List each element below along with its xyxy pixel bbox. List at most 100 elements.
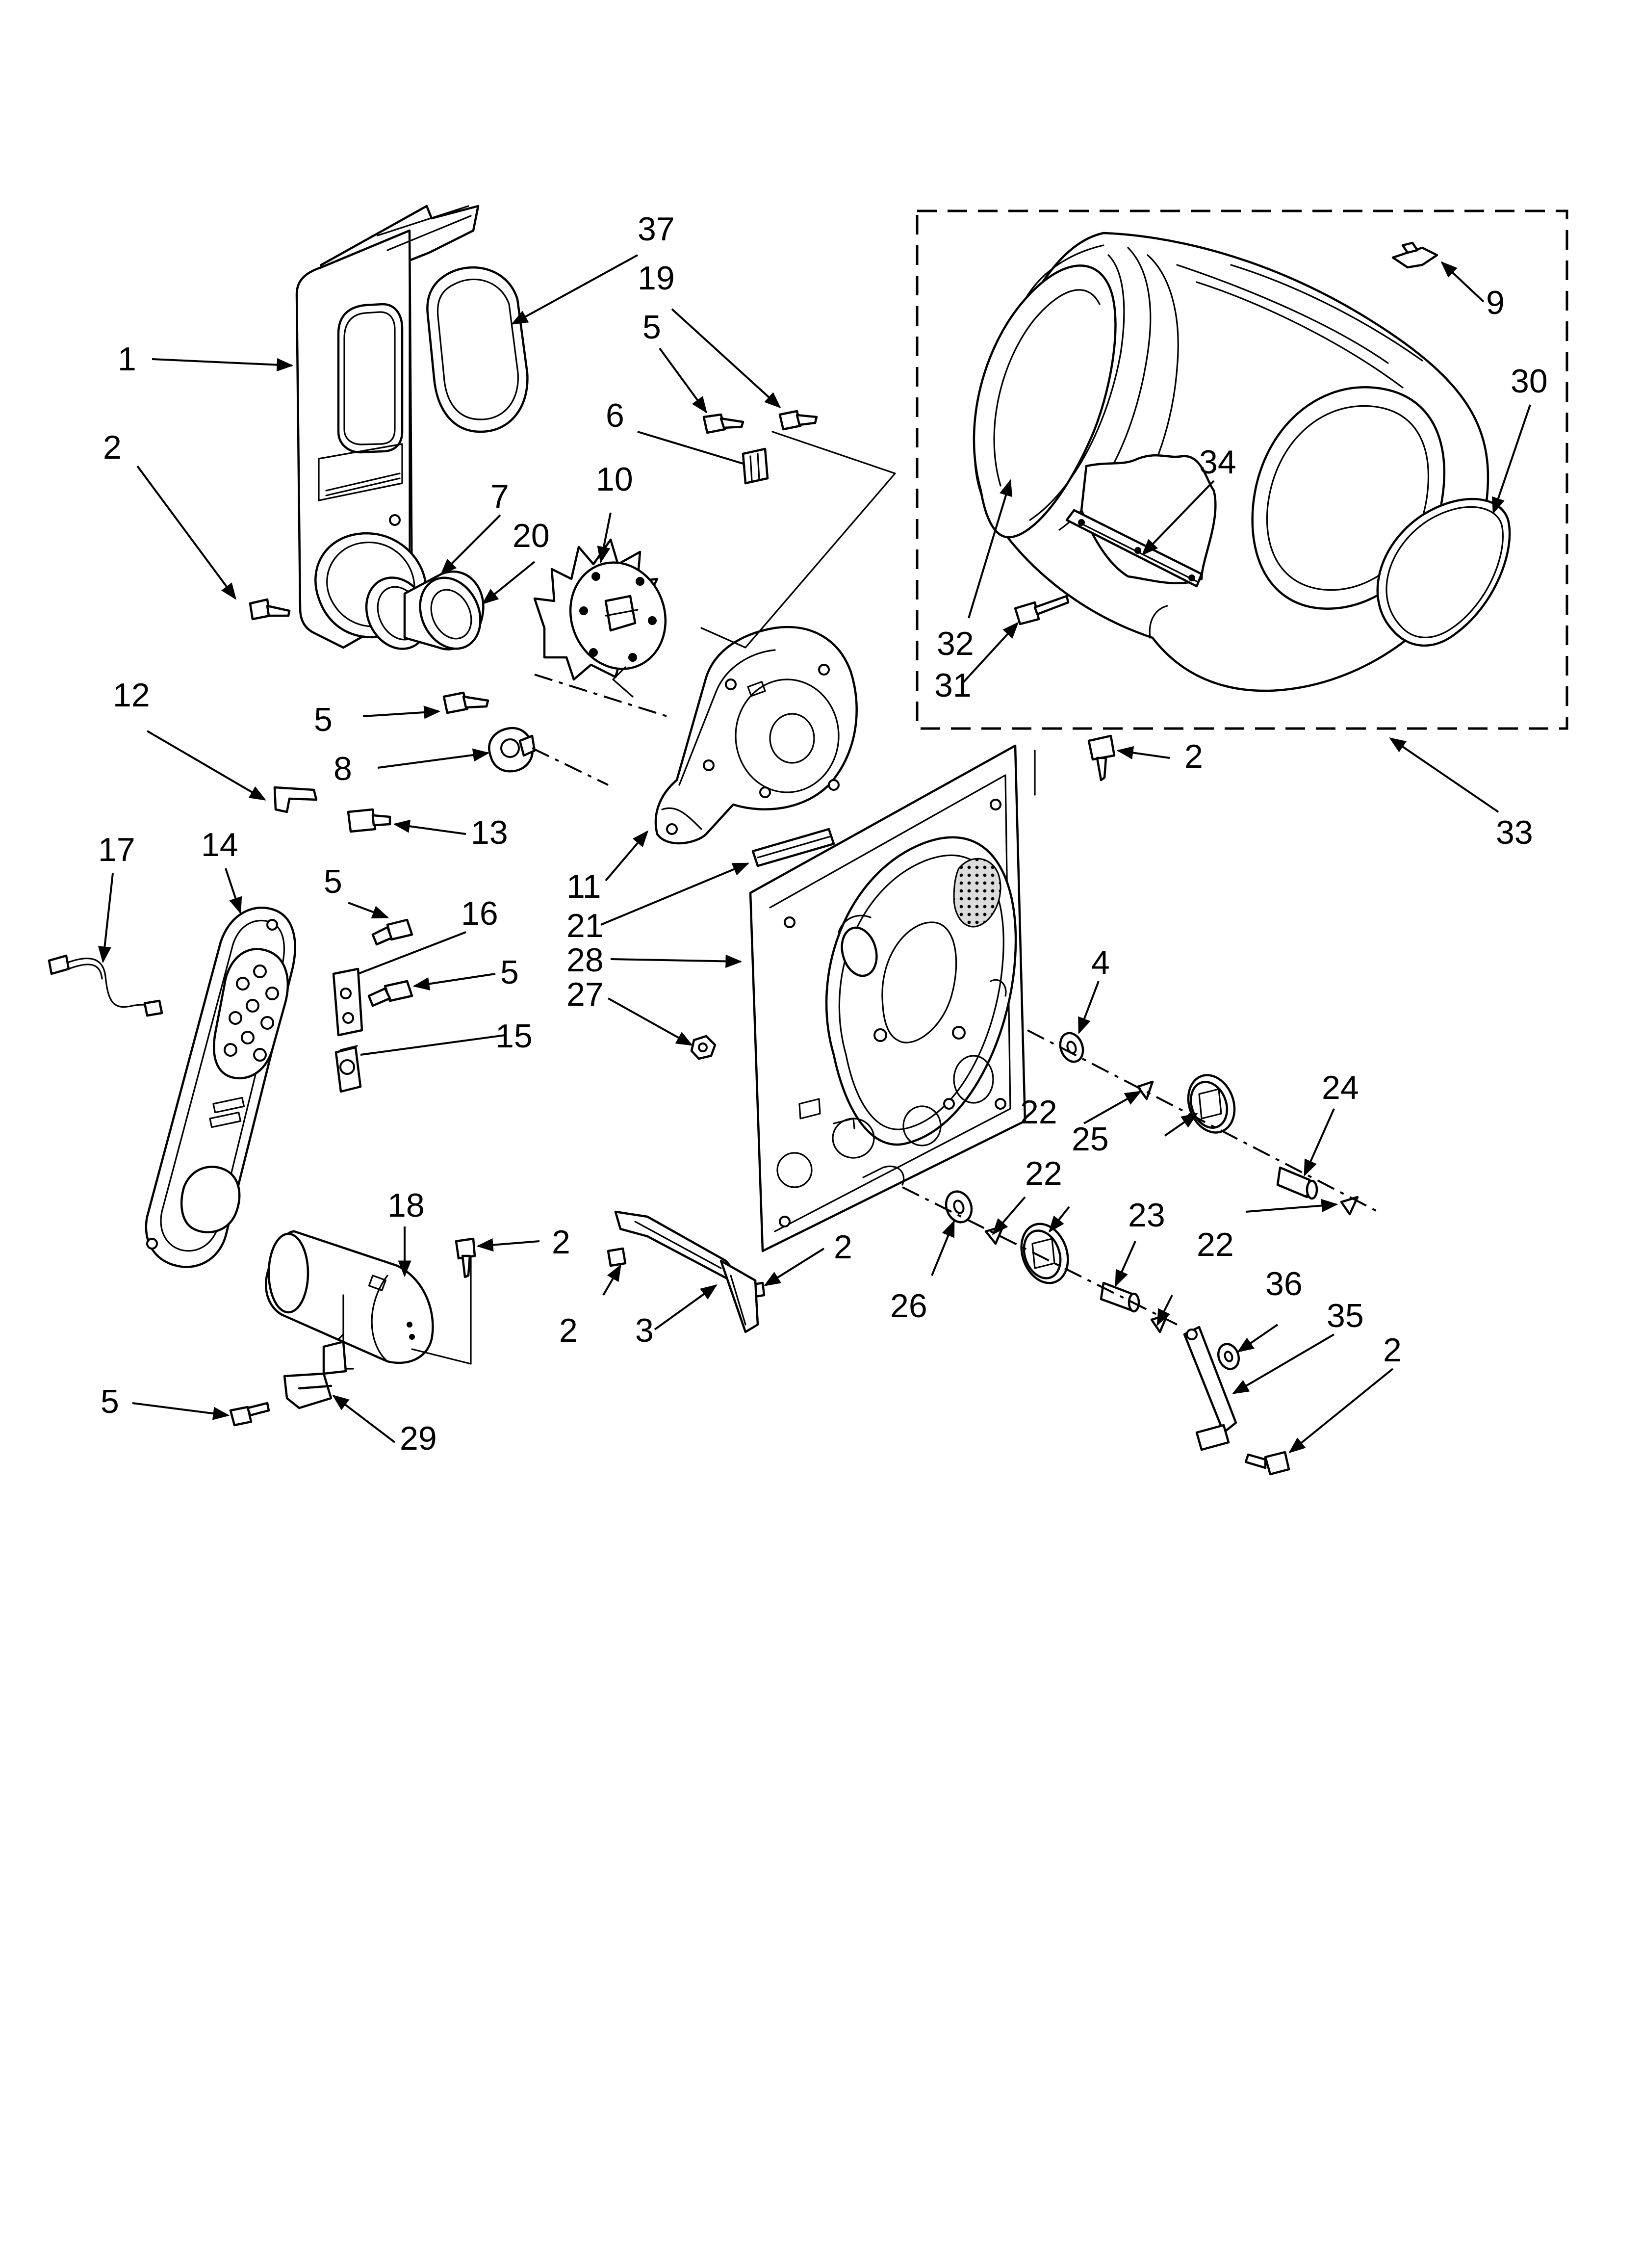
roller-bracket-35 bbox=[1183, 1326, 1237, 1451]
callout-21: 21 bbox=[566, 907, 604, 944]
callout-5-15: 5 bbox=[500, 954, 519, 991]
callout-7: 7 bbox=[490, 478, 509, 515]
blower-wheel bbox=[533, 538, 667, 681]
retainer-22-a bbox=[1136, 1080, 1154, 1100]
callout-17: 17 bbox=[98, 831, 135, 868]
callout-22-c: 22 bbox=[1197, 1226, 1234, 1263]
screw-5-top bbox=[702, 413, 744, 434]
screw-19 bbox=[778, 410, 818, 431]
thermistor-8 bbox=[488, 727, 536, 773]
heater-duct bbox=[145, 907, 296, 1268]
washer-36 bbox=[1217, 1343, 1240, 1370]
heater-vent-holes bbox=[224, 965, 279, 1062]
callout-33: 33 bbox=[1496, 814, 1533, 851]
callout-14: 14 bbox=[201, 826, 238, 863]
callout-20: 20 bbox=[513, 517, 550, 554]
screw-31 bbox=[1014, 595, 1070, 626]
callout-31: 31 bbox=[934, 667, 972, 704]
callout-2-bottom-right: 2 bbox=[1383, 1331, 1402, 1369]
callout-2-top-right: 2 bbox=[1184, 738, 1203, 775]
clip-12 bbox=[273, 786, 318, 813]
drum-assembly-box bbox=[916, 209, 1568, 730]
callout-36: 36 bbox=[1265, 1265, 1303, 1303]
callout-19: 19 bbox=[638, 260, 675, 297]
callout-2-low: 2 bbox=[559, 1312, 578, 1349]
axis-blower bbox=[534, 674, 667, 717]
retainer-22-c bbox=[1340, 1196, 1359, 1216]
glide-9 bbox=[1391, 241, 1438, 269]
callout-5-16: 5 bbox=[324, 863, 342, 900]
retainer-22-d bbox=[1150, 1313, 1169, 1333]
wire-harness bbox=[48, 954, 163, 1017]
callout-26: 26 bbox=[890, 1287, 927, 1325]
bearing-20 bbox=[403, 570, 485, 651]
clip-6 bbox=[742, 447, 769, 485]
blower-housing bbox=[654, 626, 858, 845]
washer-26 bbox=[945, 1190, 973, 1224]
shaft-24 bbox=[1276, 1166, 1318, 1200]
roller-25-lower bbox=[1020, 1223, 1069, 1284]
axis-thermistor bbox=[532, 747, 609, 786]
callout-28: 28 bbox=[566, 941, 604, 979]
screw-2-low bbox=[607, 1247, 627, 1267]
axis-upper bbox=[1027, 1029, 1379, 1213]
callout-35: 35 bbox=[1327, 1297, 1364, 1334]
roller-25 bbox=[1187, 1074, 1236, 1134]
callout-9: 9 bbox=[1486, 284, 1505, 321]
screw-2-mid bbox=[455, 1237, 476, 1278]
callout-5-mid: 5 bbox=[314, 701, 333, 738]
belt-path bbox=[612, 431, 896, 698]
callout-27: 27 bbox=[566, 976, 604, 1013]
felt-seal-21 bbox=[751, 828, 835, 867]
callout-15: 15 bbox=[495, 1017, 533, 1055]
callout-23: 23 bbox=[1128, 1197, 1165, 1234]
shaft-23 bbox=[1100, 1281, 1140, 1313]
screw-13 bbox=[347, 808, 391, 833]
screw-2-bottom-right bbox=[1244, 1451, 1290, 1476]
callout-1: 1 bbox=[118, 340, 136, 378]
callout-25: 25 bbox=[1072, 1121, 1109, 1158]
callout-12: 12 bbox=[113, 677, 150, 714]
callout-22-a: 22 bbox=[1020, 1094, 1057, 1131]
callout-34: 34 bbox=[1199, 443, 1236, 481]
washer-4 bbox=[1059, 1032, 1084, 1063]
duct-seal bbox=[426, 266, 529, 433]
screw-5-16 bbox=[371, 918, 413, 946]
screw-5-15 bbox=[367, 980, 413, 1007]
callout-2-bracket: 2 bbox=[834, 1228, 852, 1266]
screw-2-top-right bbox=[1087, 734, 1116, 782]
callout-13: 13 bbox=[471, 814, 508, 851]
callout-37: 37 bbox=[638, 210, 675, 248]
callout-24: 24 bbox=[1322, 1069, 1359, 1106]
bracket-3 bbox=[614, 1210, 759, 1333]
callout-2-mid: 2 bbox=[552, 1224, 570, 1261]
callout-5: 5 bbox=[642, 309, 661, 346]
screw-5-bottom bbox=[229, 1402, 270, 1427]
callout-4: 4 bbox=[1091, 944, 1110, 981]
callout-22-b: 22 bbox=[1025, 1155, 1062, 1192]
callout-18: 18 bbox=[387, 1187, 425, 1224]
sensor-29 bbox=[283, 1340, 347, 1409]
screw-5-mid bbox=[442, 691, 489, 714]
belt-30 bbox=[1376, 497, 1511, 647]
screw-2-left bbox=[249, 598, 291, 621]
callout-10: 10 bbox=[596, 461, 633, 498]
rear-bulkhead-28 bbox=[749, 744, 1026, 1252]
axis-lower bbox=[902, 1186, 1178, 1326]
callout-29: 29 bbox=[400, 1420, 437, 1457]
callout-labels: 1 2 37 19 5 6 10 7 20 12 5 8 13 11 21 28… bbox=[98, 210, 1548, 1457]
callout-3: 3 bbox=[635, 1312, 654, 1349]
callout-11: 11 bbox=[566, 868, 601, 905]
nut-27 bbox=[690, 1035, 717, 1060]
burner-tube-18 bbox=[265, 1230, 472, 1370]
callout-6: 6 bbox=[606, 397, 624, 434]
callout-8: 8 bbox=[334, 750, 352, 787]
callout-2: 2 bbox=[103, 429, 122, 466]
fuse-15 bbox=[334, 1045, 362, 1093]
leader-lines bbox=[98, 254, 1531, 1454]
callout-5-bottom: 5 bbox=[101, 1383, 119, 1420]
callout-32: 32 bbox=[937, 625, 974, 662]
callout-30: 30 bbox=[1511, 363, 1548, 400]
callout-16: 16 bbox=[461, 895, 498, 932]
